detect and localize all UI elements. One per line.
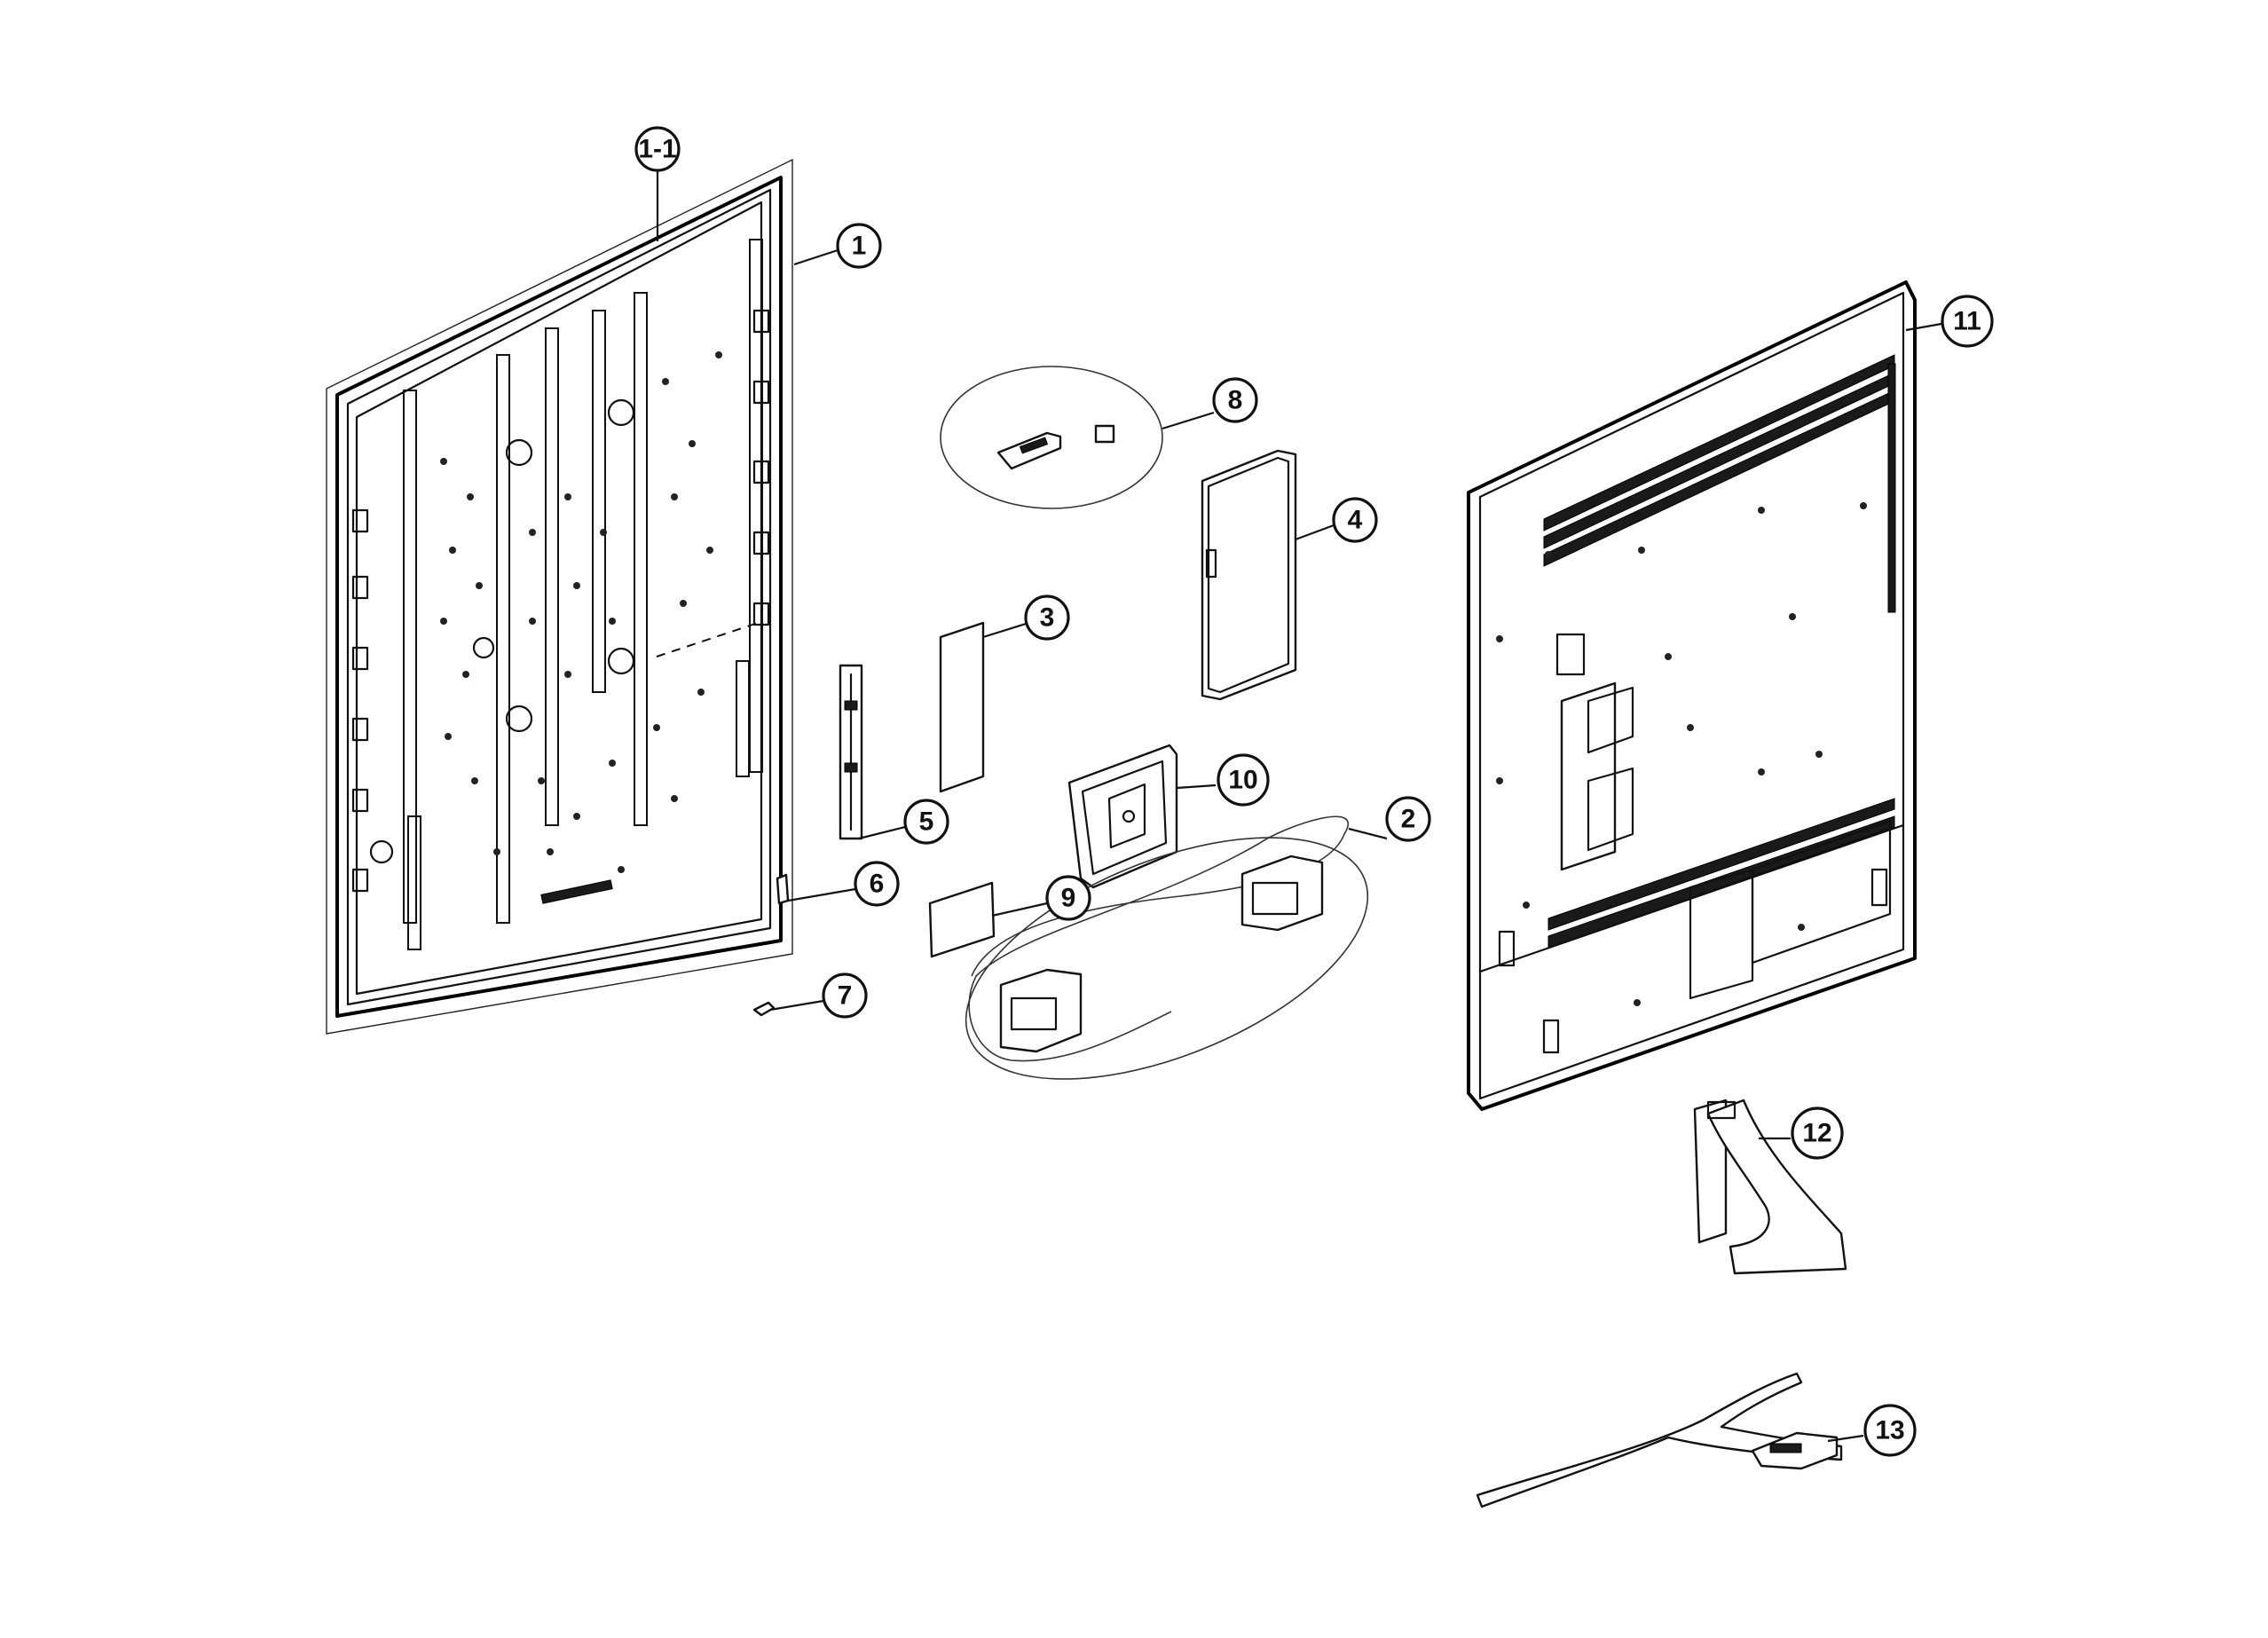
- callout-10: 10: [1217, 753, 1270, 807]
- callout-4: 4: [1332, 497, 1378, 543]
- callout-6-label: 6: [870, 870, 885, 899]
- panel-screw-holes: [440, 351, 722, 873]
- part-2-speaker-set: [965, 815, 1369, 1080]
- callout-3-label: 3: [1040, 603, 1055, 633]
- panel-ribs: [403, 239, 763, 950]
- callout-11: 11: [1941, 295, 1994, 348]
- part-7-fastener: [752, 1001, 776, 1017]
- part-4-main-board: [1201, 449, 1297, 701]
- callout-10-label: 10: [1228, 766, 1257, 795]
- rear-cover-screw-holes: [1496, 502, 1867, 1006]
- part-8-bracket-set: [940, 366, 1163, 509]
- callout-5: 5: [903, 799, 949, 845]
- part-6-clip: [776, 873, 790, 905]
- callout-11-label: 11: [1953, 307, 1981, 336]
- callout-3: 3: [1024, 595, 1070, 641]
- callout-7: 7: [822, 973, 868, 1019]
- part-11-rear-cover: [1467, 280, 1917, 1111]
- leader-lines: [656, 170, 1942, 1443]
- panel-edge-clips: [351, 309, 770, 893]
- panel-bosses: [369, 398, 635, 864]
- callout-13: 13: [1863, 1404, 1917, 1457]
- part-12-stand-neck: [1693, 1099, 1847, 1275]
- part-13-stand-base: [1476, 1372, 1843, 1508]
- callout-4-label: 4: [1348, 506, 1363, 535]
- callout-9: 9: [1045, 875, 1091, 921]
- callout-9-label: 9: [1061, 884, 1076, 913]
- part-1-display-panel: [326, 158, 793, 1035]
- callout-12-label: 12: [1802, 1119, 1831, 1148]
- callout-1-1: 1-1: [634, 126, 681, 172]
- part-5-strip: [839, 664, 863, 840]
- callout-12: 12: [1791, 1106, 1844, 1160]
- callout-8-label: 8: [1228, 386, 1243, 415]
- callout-7-label: 7: [838, 981, 853, 1011]
- part-10-mount-plate: [1067, 744, 1178, 889]
- part-9-plate: [928, 881, 996, 958]
- callout-1-label: 1: [852, 232, 867, 261]
- callout-2-label: 2: [1401, 805, 1416, 834]
- callout-6: 6: [854, 861, 900, 907]
- callout-5-label: 5: [919, 807, 934, 837]
- callout-2: 2: [1385, 796, 1431, 842]
- callout-13-label: 13: [1875, 1416, 1904, 1445]
- callout-1-1-label: 1-1: [638, 135, 676, 164]
- callout-1: 1: [836, 223, 882, 269]
- callout-8: 8: [1212, 377, 1258, 423]
- part-3-board: [939, 621, 985, 793]
